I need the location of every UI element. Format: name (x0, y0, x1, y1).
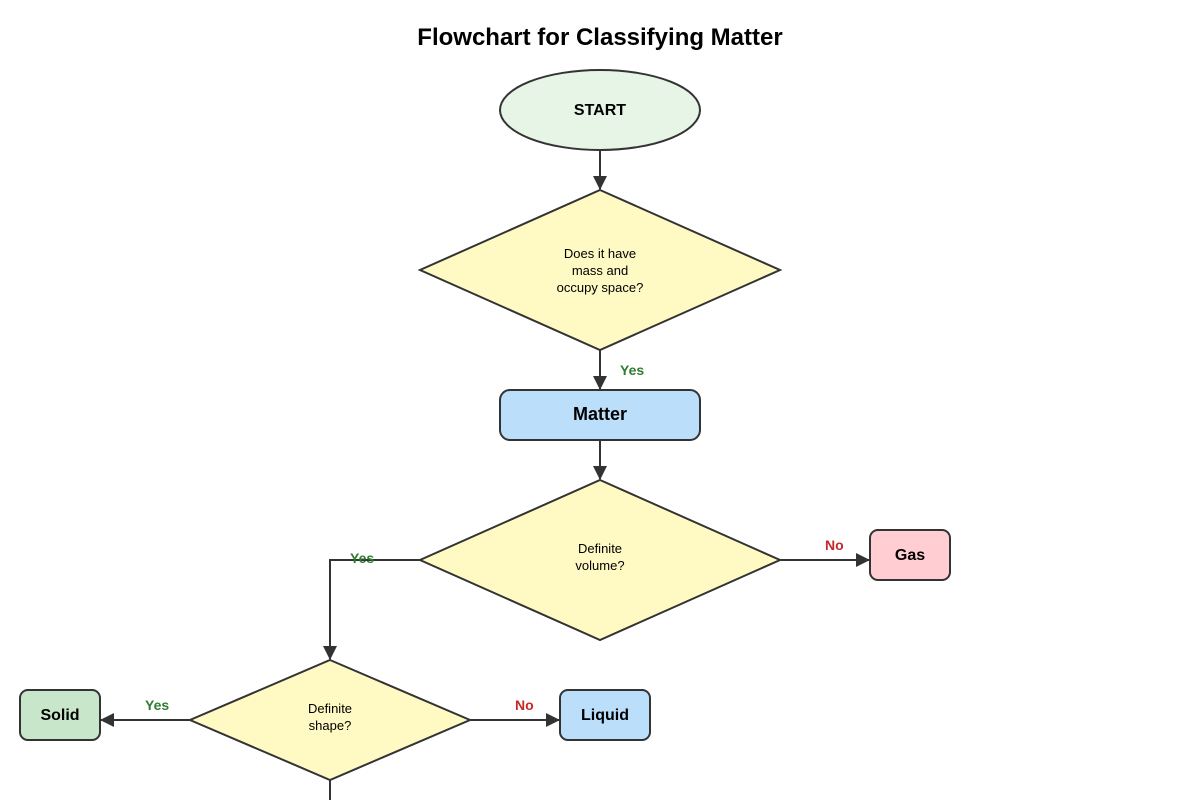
start-label: START (574, 102, 626, 119)
edge-label-shape-no: No (515, 697, 534, 713)
volume-decision-line-1: Definite (578, 541, 622, 556)
edge-volume-to-shape (323, 559, 420, 660)
liquid-label: Liquid (581, 707, 629, 724)
gas-label: Gas (895, 547, 925, 564)
start-node: START (499, 69, 701, 151)
volume-decision-line-2: volume? (575, 558, 624, 573)
solid-node: Solid (19, 689, 101, 741)
shape-decision-node: Definite shape? (187, 658, 473, 782)
mass-decision-line-2: mass and (572, 263, 628, 278)
edge-label-volume-no: No (825, 537, 844, 553)
edge-label-shape-yes: Yes (145, 697, 169, 713)
mass-decision-node: Does it have mass and occupy space? (417, 188, 783, 352)
solid-label: Solid (40, 707, 79, 724)
shape-decision-line-2: shape? (309, 718, 352, 733)
liquid-node: Liquid (559, 689, 651, 741)
matter-label: Matter (573, 404, 627, 424)
edge-labels: Yes No Yes Yes No (145, 362, 844, 713)
mass-decision-line-1: Does it have (564, 246, 636, 261)
edge-label-mass-yes: Yes (620, 362, 644, 378)
matter-node: Matter (499, 389, 701, 441)
diagram-title: Flowchart for Classifying Matter (417, 24, 783, 51)
edge-label-volume-yes: Yes (350, 550, 374, 566)
volume-decision-node: Definite volume? (417, 478, 783, 642)
mass-decision-line-3: occupy space? (557, 280, 644, 295)
edges (100, 150, 870, 800)
shape-decision-line-1: Definite (308, 701, 352, 716)
gas-node: Gas (869, 529, 951, 581)
